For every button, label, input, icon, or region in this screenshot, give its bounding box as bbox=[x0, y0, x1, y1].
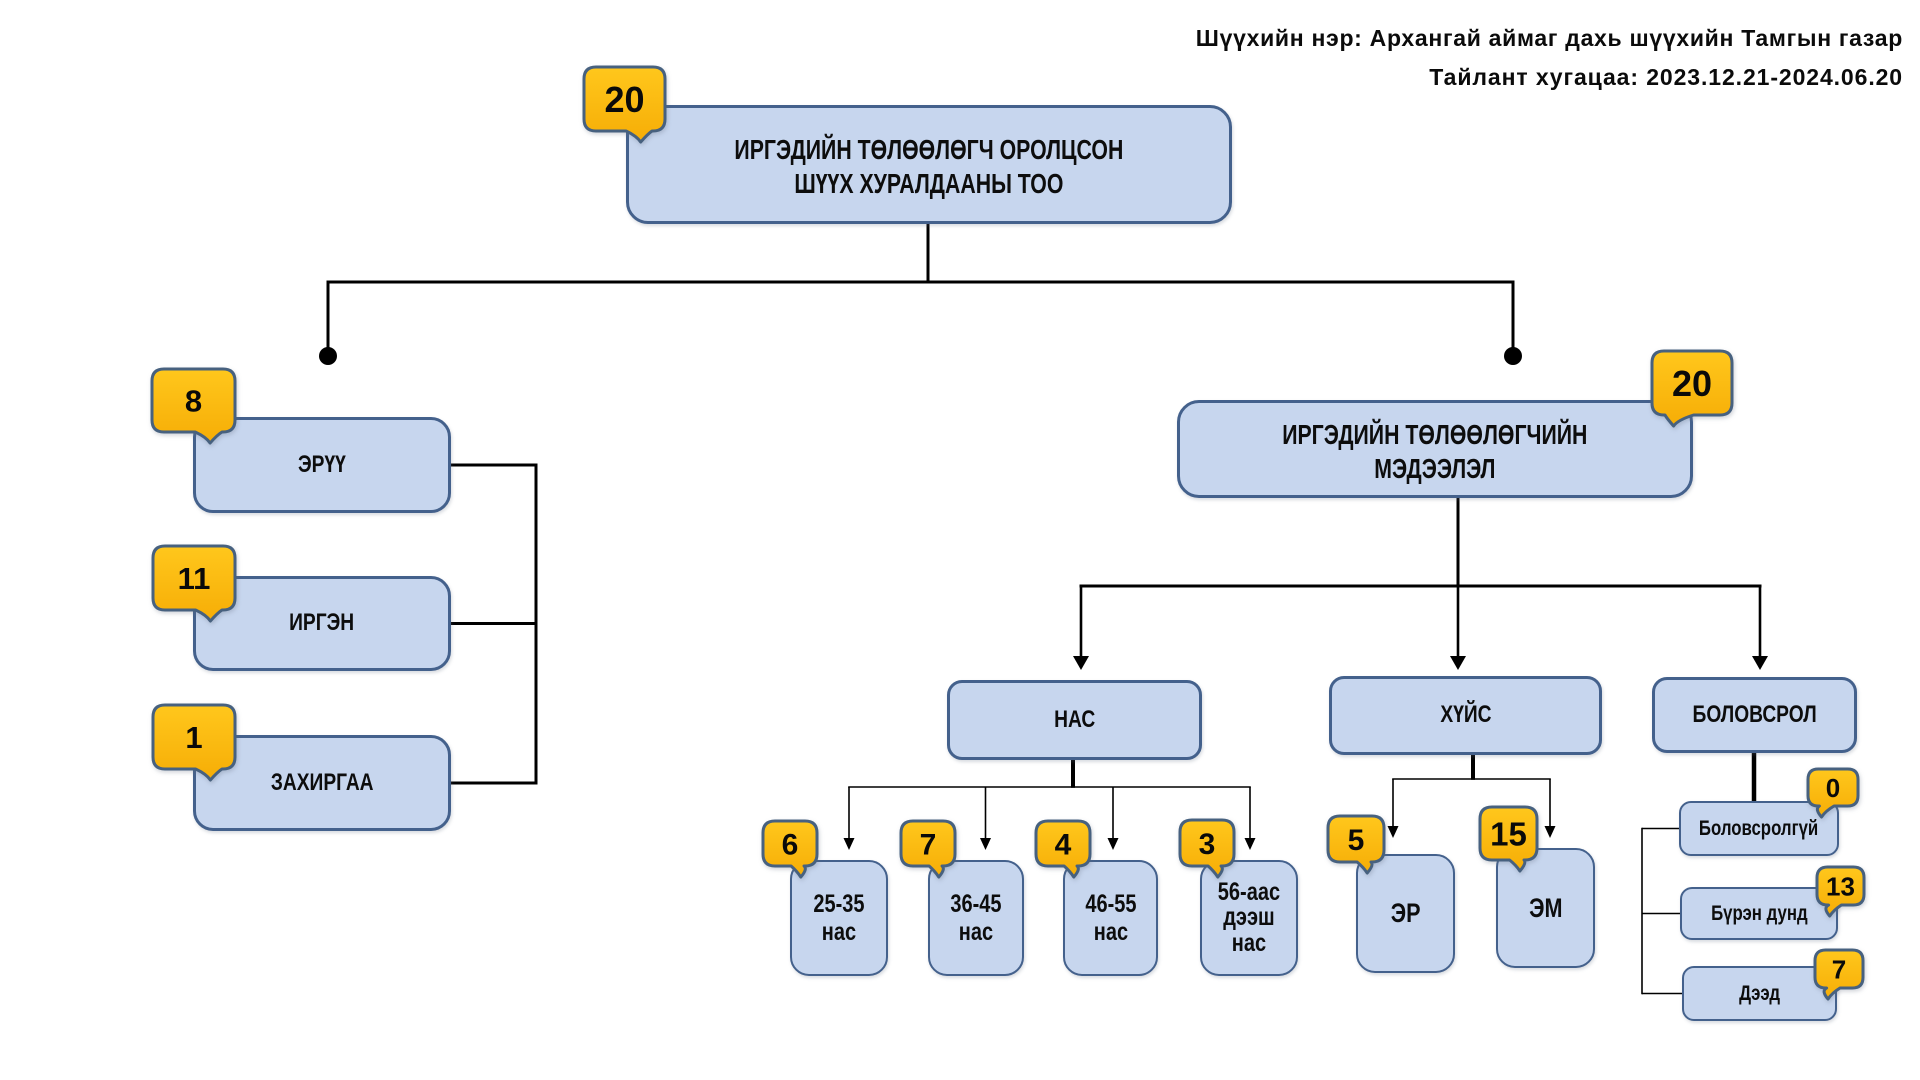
svg-text:3: 3 bbox=[1199, 828, 1216, 861]
svg-text:7: 7 bbox=[1832, 954, 1846, 984]
svg-text:13: 13 bbox=[1826, 871, 1855, 901]
svg-text:20: 20 bbox=[1672, 363, 1712, 404]
svg-text:8: 8 bbox=[185, 384, 202, 419]
svg-text:0: 0 bbox=[1826, 773, 1840, 803]
svg-text:7: 7 bbox=[920, 828, 937, 861]
svg-text:1: 1 bbox=[185, 720, 202, 755]
svg-text:5: 5 bbox=[1348, 824, 1365, 857]
svg-text:15: 15 bbox=[1490, 815, 1527, 852]
svg-text:20: 20 bbox=[604, 79, 644, 120]
svg-text:11: 11 bbox=[178, 561, 211, 596]
svg-text:6: 6 bbox=[782, 828, 799, 861]
svg-text:4: 4 bbox=[1055, 828, 1072, 861]
